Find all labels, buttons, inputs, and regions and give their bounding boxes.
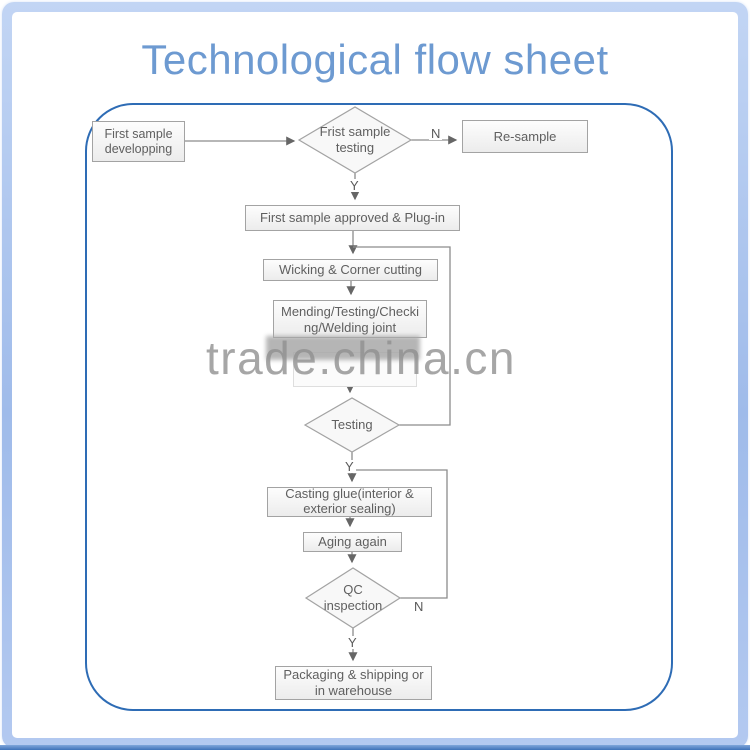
edge-label-no-2: N [412, 599, 426, 614]
decision-first-sample-testing [297, 106, 413, 174]
edge-label-yes-3: Y [346, 635, 359, 650]
watermark-text: trade.china.cn [206, 332, 516, 384]
page-title: Technological flow sheet [141, 36, 609, 83]
edge-testing-no-loop [353, 246, 451, 426]
flow-node-mending-welding: Mending/Testing/Checki ng/Welding joint [273, 300, 427, 338]
node-label-line: First sample [104, 126, 173, 141]
node-label-line: First sample approved & Plug-in [260, 210, 445, 226]
flow-node-casting-glue: Casting glue(interior & exterior sealing… [267, 487, 432, 517]
flow-node-aging-again: Aging again [303, 532, 402, 552]
node-label-line: ng/Welding joint [303, 319, 397, 335]
edge-label-yes-1: Y [348, 178, 361, 193]
flowchart-panel [85, 103, 673, 711]
node-label-line: Packaging & shipping or [283, 667, 424, 683]
flow-node-wicking-corner-cutting: Wicking & Corner cutting [263, 259, 438, 281]
flow-node-approved-plugin: First sample approved & Plug-in [245, 205, 460, 231]
flow-node-resample: Re-sample [462, 120, 588, 153]
node-label-line: Aging again [318, 534, 387, 550]
flow-node-packaging-shipping: Packaging & shipping or in warehouse [275, 666, 432, 700]
node-label-line: Mending/Testing/Checki [280, 304, 420, 319]
watermark-gray-block [266, 336, 420, 360]
flow-node-first-sample-developing: First sample developping [92, 121, 185, 162]
edge-qc-no-loop [353, 469, 448, 599]
node-label-line: Casting glue(interior & [285, 487, 414, 502]
edge-label-no-1: N [429, 126, 443, 141]
node-label-line: exterior sealing) [303, 501, 396, 516]
node-label-line: Re-sample [493, 128, 557, 144]
node-label-line: in warehouse [314, 683, 393, 698]
decision-qc-inspection [304, 567, 402, 629]
edge-label-yes-2: Y [343, 459, 356, 474]
node-label-line: developping [104, 141, 173, 156]
node-label-line: Wicking & Corner cutting [278, 262, 423, 278]
decision-testing [303, 397, 401, 453]
bottom-border-strip [0, 745, 750, 750]
